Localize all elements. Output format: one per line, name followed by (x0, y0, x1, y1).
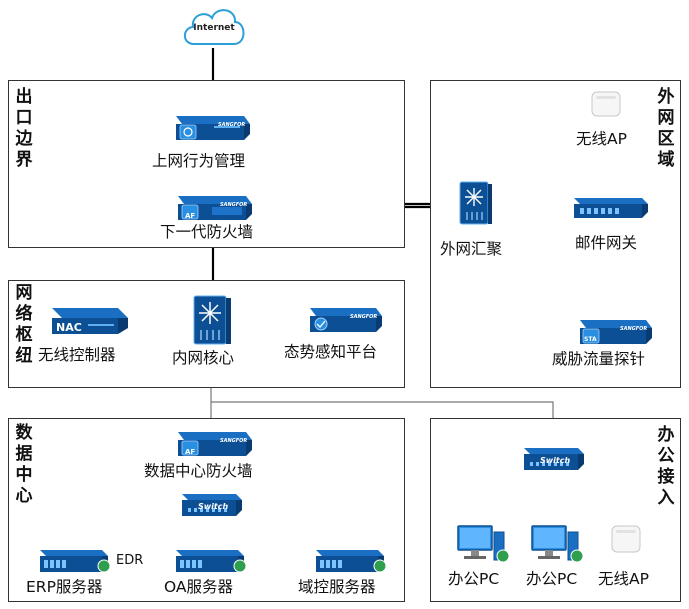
threat-probe-device: STA SANGFOR (574, 316, 654, 346)
external-aggregation-label: 外网汇聚 (440, 240, 503, 258)
threat-probe-label: 威胁流量探针 (552, 350, 646, 368)
server-icon (176, 550, 247, 573)
situation-label: 态势感知平台 (284, 343, 378, 361)
office-ap-label: 无线AP (598, 570, 649, 588)
office-pc-2-label: 办公PC (526, 570, 578, 588)
situation-awareness-device: SANGFOR (304, 304, 384, 334)
zone-title-dc: 数据中心 (15, 423, 33, 506)
ngfw-device: AF SANGFOR (172, 192, 252, 222)
domain-server-device (314, 546, 388, 576)
ngfw-label: 下一代防火墙 (160, 223, 254, 241)
behavior-brand: SANGFOR (218, 122, 246, 128)
cloud-icon (183, 9, 245, 45)
controller-icon (52, 308, 128, 334)
erp-edr-tag: EDR (116, 553, 144, 568)
domain-server-label: 域控服务器 (298, 578, 376, 596)
behavior-mgmt-label: 上网行为管理 (152, 152, 246, 170)
ngfw-brand: SANGFOR (220, 202, 248, 208)
external-ap-label: 无线AP (576, 130, 627, 148)
office-wifi-ap (610, 522, 644, 556)
office-pc-1-label: 办公PC (448, 570, 500, 588)
server-appliance-icon (574, 198, 648, 218)
zone-title-external: 外网区域 (657, 87, 675, 170)
erp-server-label: ERP服务器 (26, 578, 103, 596)
external-aggregation-switch (458, 180, 492, 226)
appliance-icon (176, 116, 250, 140)
switch-icon (182, 494, 242, 516)
desktop-pc-icon (457, 525, 510, 563)
probe-brand: SANGFOR (620, 326, 648, 332)
dc-firewall-device: AF SANGFOR (172, 428, 252, 458)
access-point-icon (591, 91, 621, 117)
switch-icon (524, 448, 584, 470)
oa-server-device (174, 546, 248, 576)
firewall-icon (178, 432, 252, 456)
dc-firewall-label: 数据中心防火墙 (144, 462, 253, 480)
dc-switch-device: Switch (180, 490, 244, 520)
erp-server-device (38, 546, 112, 576)
wlc-label: 无线控制器 (38, 346, 116, 364)
zone-title-core: 网络枢纽 (15, 283, 33, 366)
internet-cloud: Internet (180, 4, 248, 48)
situation-brand: SANGFOR (350, 314, 378, 320)
core-switch-device (192, 294, 232, 346)
access-point-icon (611, 525, 641, 553)
probe-badge: STA (584, 336, 597, 343)
server-icon (40, 550, 111, 573)
zone-title-office: 办公接入 (657, 425, 675, 508)
core-switch-label: 内网核心 (172, 349, 235, 367)
desktop-pc-icon (531, 525, 584, 563)
wlc-device: NAC (48, 302, 130, 338)
ngfw-badge: AF (185, 212, 196, 220)
probe-appliance-icon (580, 320, 652, 344)
layer3-switch-icon (459, 181, 492, 225)
office-switch-badge: Switch (540, 456, 571, 465)
external-wifi-ap (590, 88, 624, 118)
dc-switch-badge: Switch (198, 502, 229, 511)
oa-server-label: OA服务器 (164, 578, 234, 596)
mail-gateway-label: 邮件网关 (575, 234, 638, 252)
dcfw-brand: SANGFOR (220, 438, 248, 444)
firewall-icon (178, 196, 252, 220)
core-switch-icon (193, 295, 231, 345)
behavior-mgmt-device: SANGFOR (170, 112, 250, 142)
dcfw-badge: AF (185, 448, 196, 456)
office-switch-device: Switch (522, 444, 586, 474)
mail-gateway-device (570, 194, 650, 222)
office-pc-2-device (530, 522, 588, 566)
server-icon (316, 550, 387, 573)
internet-label: Internet (193, 23, 235, 33)
wlc-badge: NAC (56, 321, 82, 334)
office-pc-1-device (456, 522, 514, 566)
zone-title-egress: 出口边界 (15, 87, 33, 170)
platform-appliance-icon (310, 308, 382, 332)
